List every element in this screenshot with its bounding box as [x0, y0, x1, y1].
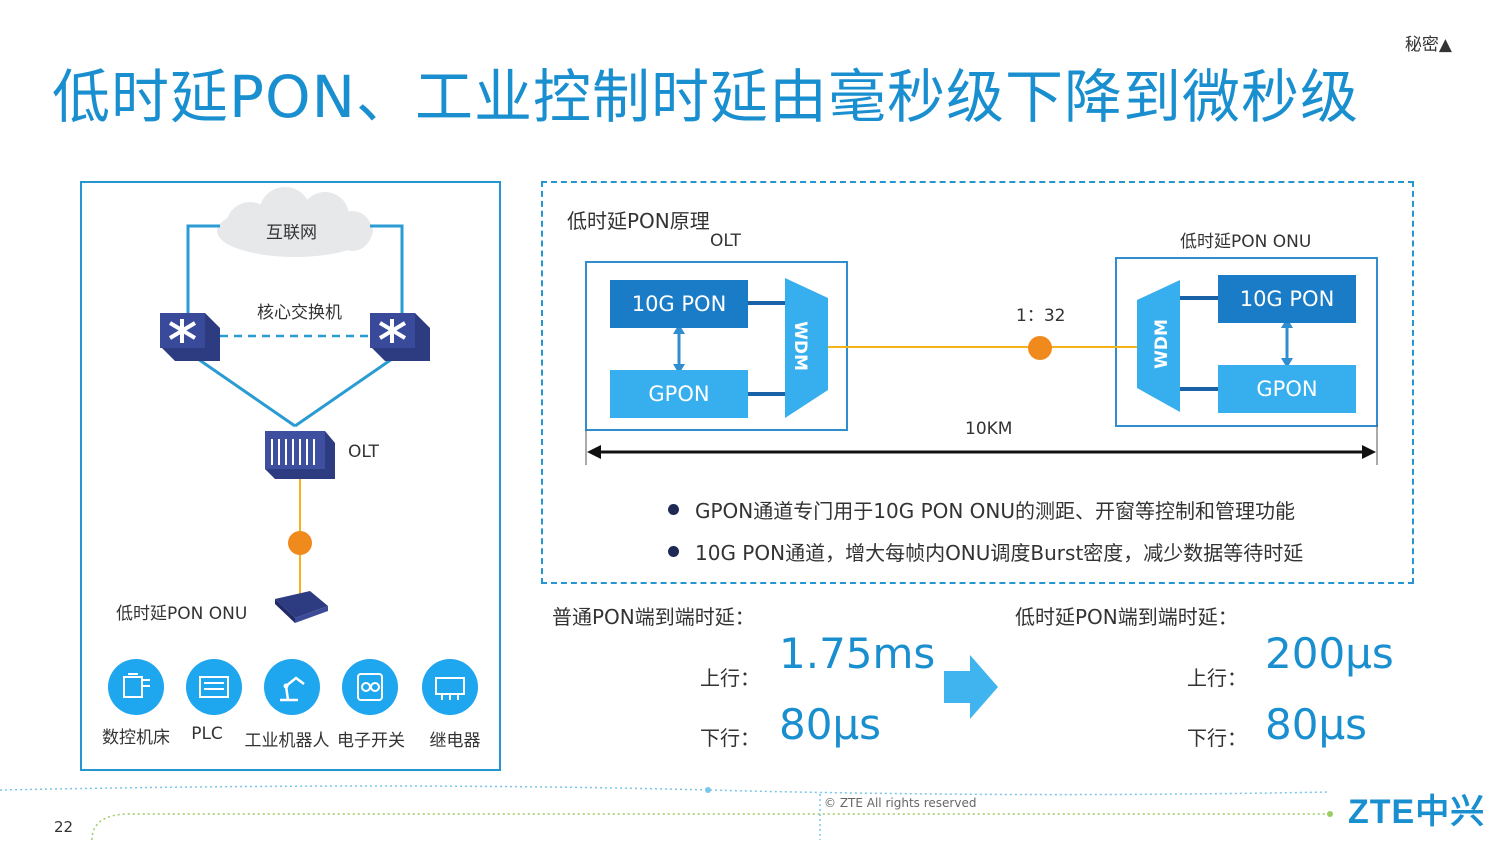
onu-device-icon	[275, 591, 328, 623]
bullet-dot-icon	[668, 546, 679, 557]
olt-device-icon	[265, 431, 335, 479]
onu-label: 低时延PON ONU	[116, 604, 248, 624]
copyright: © ZTE All rights reserved	[824, 796, 977, 810]
footer-decoration	[0, 785, 1333, 841]
electronic-switch-icon	[342, 659, 398, 715]
onu-gpon-block: GPON	[1218, 365, 1356, 413]
normal-down-value: 80μs	[779, 700, 882, 749]
normal-down-label: 下行：	[700, 726, 760, 750]
page-title: 低时延PON、工业控制时延由毫秒级下降到微秒级	[52, 63, 1360, 131]
zte-logo: ZTE中兴	[1348, 793, 1486, 831]
device-label-switch: 电子开关	[337, 731, 405, 751]
split-ratio-label: 1：32	[1016, 306, 1066, 326]
principle-onu-label: 低时延PON ONU	[1180, 232, 1312, 252]
internet-label: 互联网	[266, 223, 317, 243]
normal-up-label: 上行：	[700, 666, 760, 690]
bullet-10g: 10G PON通道，增大每帧内ONU调度Burst密度，减少数据等待时延	[668, 537, 1303, 566]
olt-10g-pon-block: 10G PON	[610, 280, 748, 328]
switch-icon-right	[370, 313, 430, 361]
device-label-cnc: 数控机床	[102, 728, 170, 748]
onu-box	[1115, 257, 1378, 427]
splitter-dot	[1028, 336, 1052, 360]
olt-gpon-block: GPON	[610, 370, 748, 418]
topology-panel	[80, 181, 501, 771]
principle-olt-label: OLT	[710, 231, 741, 251]
olt-wdm-label: WDM	[789, 321, 810, 371]
device-label-robot: 工业机器人	[244, 731, 330, 751]
low-down-label: 下行：	[1187, 726, 1247, 750]
low-up-value: 200μs	[1265, 629, 1394, 678]
low-down-value: 80μs	[1265, 700, 1368, 749]
normal-latency-title: 普通PON端到端时延：	[552, 605, 755, 629]
device-label-plc: PLC	[191, 724, 223, 744]
arrow-right-icon	[944, 655, 998, 719]
cloud-icon	[217, 187, 373, 257]
switch-icon-left	[160, 313, 220, 361]
bullet-10g-text: 10G PON通道，增大每帧内ONU调度Burst密度，减少数据等待时延	[695, 541, 1304, 565]
plc-icon	[186, 659, 242, 715]
splitter-icon	[288, 531, 312, 555]
principle-diagram	[585, 278, 1378, 465]
onu-wdm-shape	[1137, 280, 1180, 412]
robot-arm-icon	[264, 659, 320, 715]
principle-title: 低时延PON原理	[567, 209, 710, 233]
low-latency-title: 低时延PON端到端时延：	[1015, 605, 1238, 629]
core-switch-label: 核心交换机	[257, 303, 342, 323]
bullet-dot-icon	[668, 504, 679, 515]
cnc-machine-icon	[108, 659, 164, 715]
onu-10g-pon-block: 10G PON	[1218, 275, 1356, 323]
onu-wdm-label: WDM	[1151, 319, 1172, 369]
principle-panel	[541, 181, 1414, 584]
device-icons	[108, 659, 478, 715]
page-number: 22	[54, 818, 74, 836]
topology-diagram	[160, 187, 430, 623]
bullet-gpon-text: GPON通道专门用于10G PON ONU的测距、开窗等控制和管理功能	[695, 499, 1296, 523]
device-label-relay: 继电器	[429, 731, 481, 751]
relay-icon	[422, 659, 478, 715]
low-up-label: 上行：	[1187, 666, 1247, 690]
olt-label: OLT	[348, 442, 379, 462]
olt-wdm-shape	[785, 278, 828, 418]
bullet-gpon: GPON通道专门用于10G PON ONU的测距、开窗等控制和管理功能	[668, 495, 1295, 524]
normal-up-value: 1.75ms	[779, 629, 936, 678]
confidential-mark: 秘密▲	[1404, 35, 1452, 55]
distance-label: 10KM	[965, 419, 1013, 439]
